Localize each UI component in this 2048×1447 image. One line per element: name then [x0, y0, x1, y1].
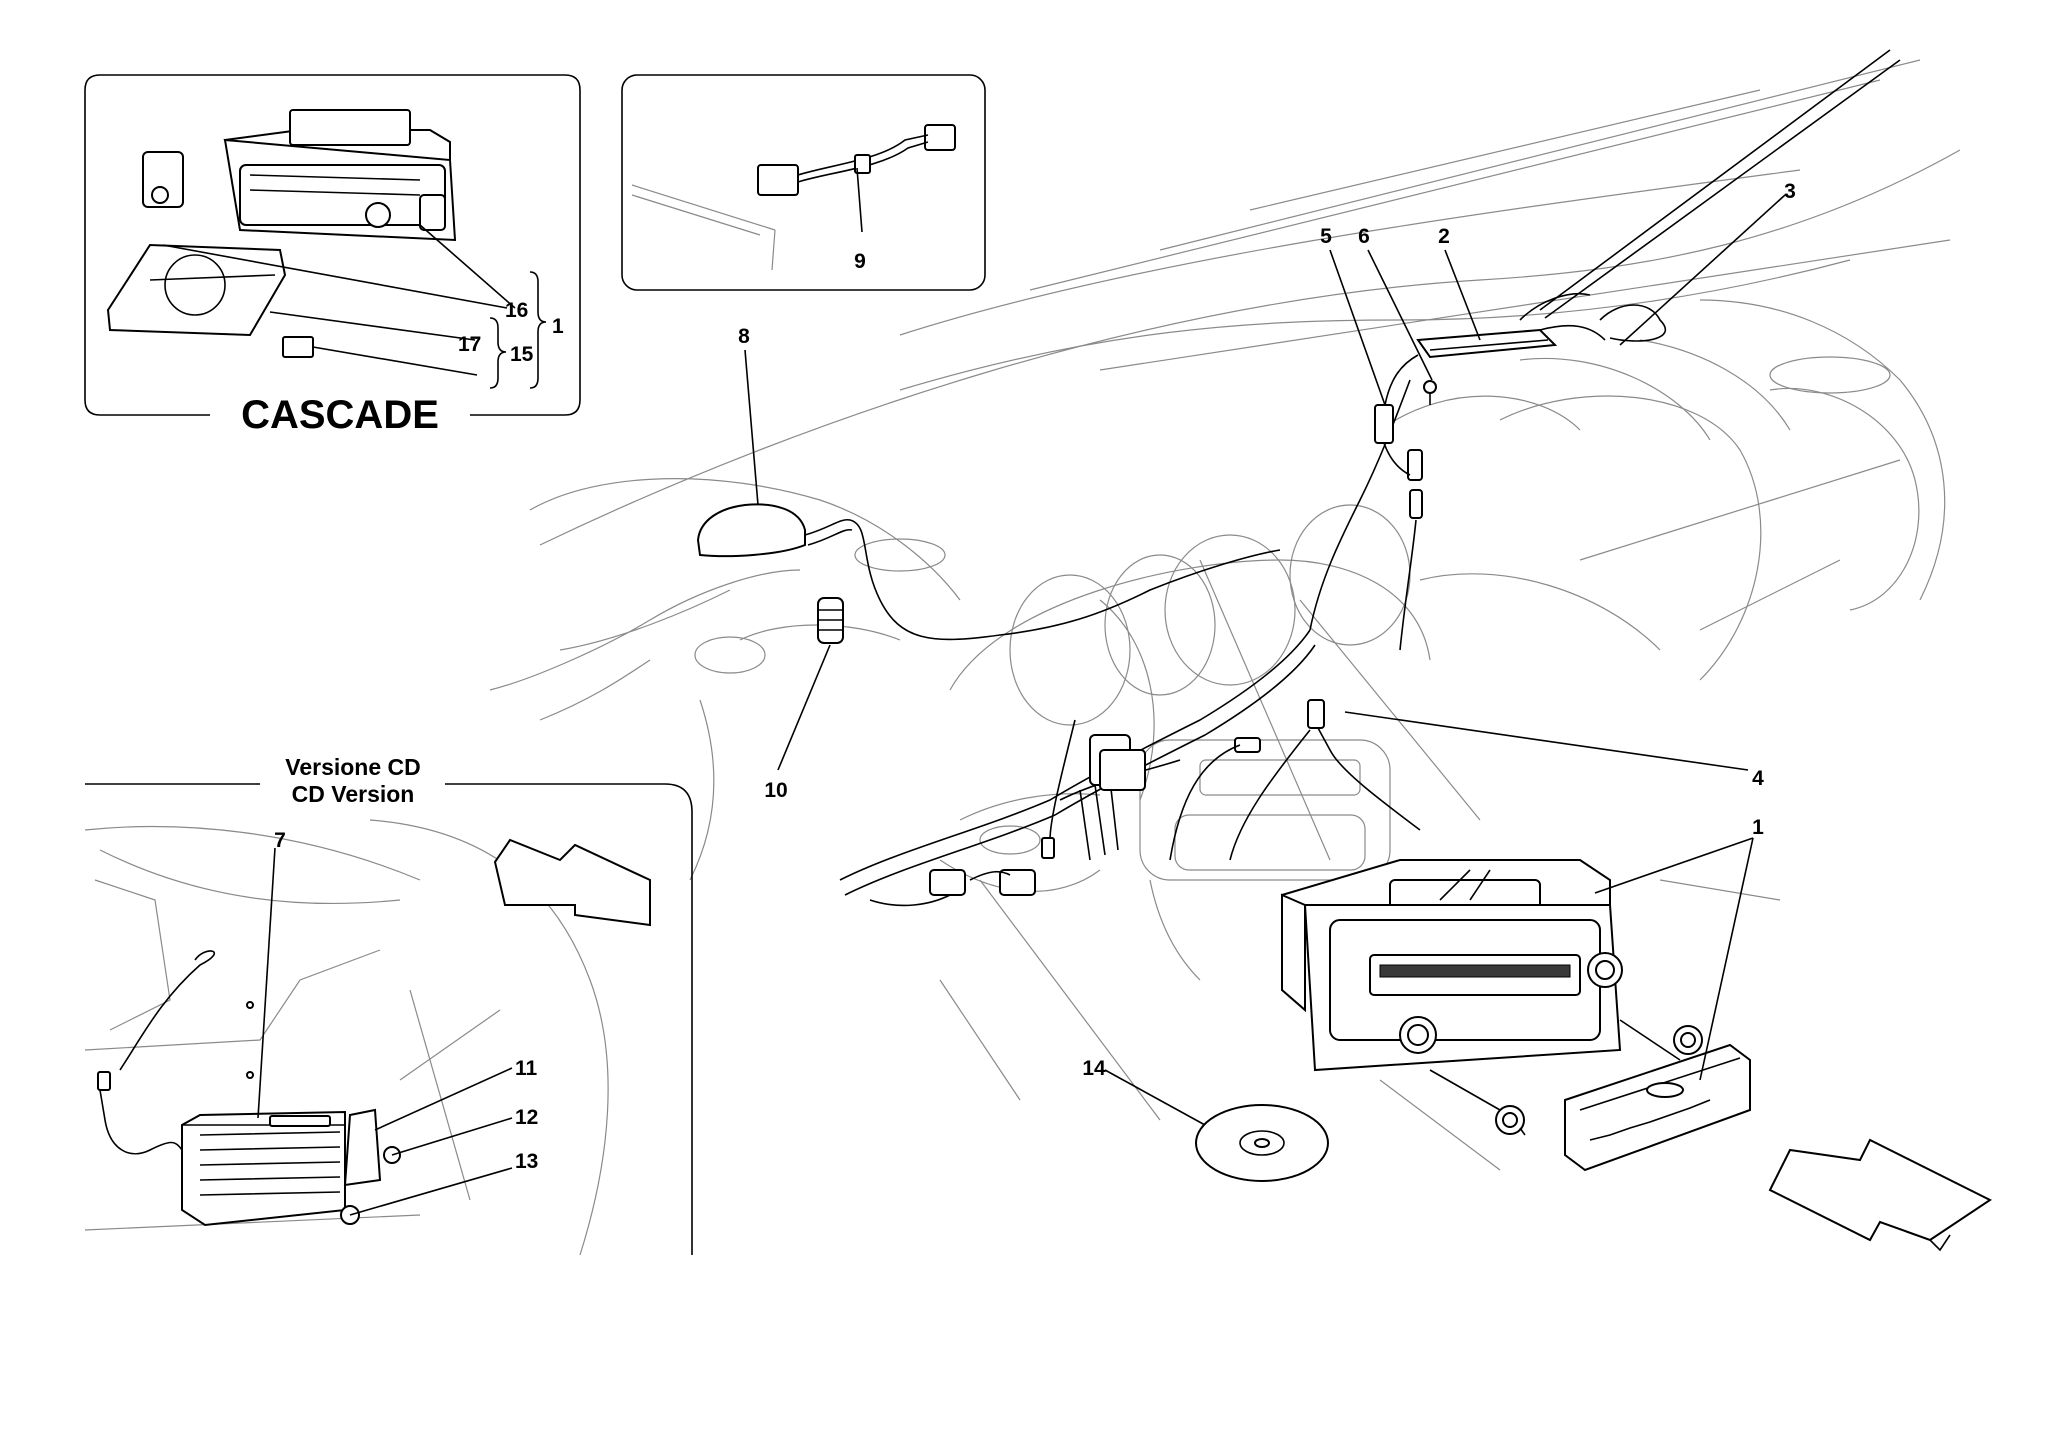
callout-2: 2 [1438, 225, 1450, 248]
callout-9: 9 [854, 250, 866, 273]
antenna-amplifier [1374, 49, 1901, 651]
callout-4: 4 [1752, 767, 1764, 790]
cascade-title: CASCADE [241, 393, 439, 437]
callout-12: 12 [515, 1106, 538, 1129]
cd-title-it: Versione CD [285, 754, 421, 780]
detachable-faceplate [1564, 1043, 1751, 1172]
callout-1-inset: 1 [552, 315, 564, 338]
callout-15: 15 [510, 343, 534, 366]
compact-disc [1195, 1104, 1329, 1182]
callout-1: 1 [1752, 816, 1764, 839]
callout-10: 10 [764, 779, 787, 802]
callout-numbers: 8 10 5 6 2 3 4 1 14 [738, 180, 1796, 1080]
extraction-keys [1429, 1019, 1703, 1136]
callout-3: 3 [1784, 180, 1796, 203]
cd-version-inset: Versione CD CD Version 7 11 12 13 [84, 754, 693, 1256]
callout-11: 11 [515, 1057, 538, 1080]
radio-head-unit [1280, 859, 1623, 1072]
callout-8: 8 [738, 325, 750, 348]
callout-7: 7 [274, 829, 286, 852]
gps-antenna [696, 503, 1281, 641]
callout-17: 17 [458, 333, 481, 356]
view-direction-arrow [1768, 1138, 1992, 1252]
callout-5: 5 [1320, 225, 1332, 248]
cd-title-en: CD Version [292, 781, 415, 807]
antenna-filter [817, 597, 844, 644]
adapter-harness-inset: 9 [621, 74, 986, 291]
callout-16: 16 [505, 299, 528, 322]
callout-13: 13 [515, 1150, 538, 1173]
wiring-harness [839, 379, 1421, 907]
callout-6: 6 [1358, 225, 1370, 248]
leader-lines [744, 194, 1786, 1126]
callout-14: 14 [1082, 1057, 1106, 1080]
cascade-inset: CASCADE 16 1 17 15 [84, 74, 581, 437]
dashboard-outline [489, 59, 1961, 1171]
